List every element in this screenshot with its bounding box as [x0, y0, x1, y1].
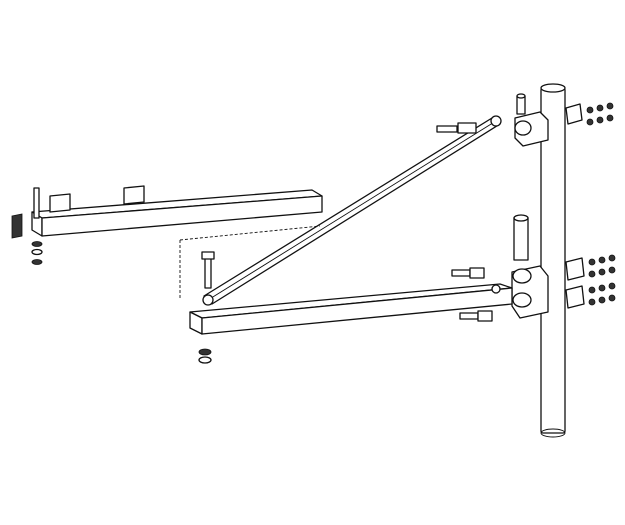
lower-clamp	[511, 214, 585, 319]
nuts-washers-lower	[588, 254, 616, 306]
left-bolt-and-nuts	[31, 187, 43, 265]
lower-boom-beam	[189, 283, 513, 335]
assembly-guide-line	[179, 225, 321, 300]
vertical-pole	[540, 83, 566, 438]
nuts-washers-upper	[586, 102, 614, 126]
end-cap	[11, 213, 23, 239]
upper-clamp	[514, 93, 583, 147]
boom-bolts	[198, 251, 493, 364]
strut-bolt	[436, 122, 477, 134]
upper-left-beam	[31, 185, 323, 237]
diagonal-strut	[202, 115, 502, 306]
